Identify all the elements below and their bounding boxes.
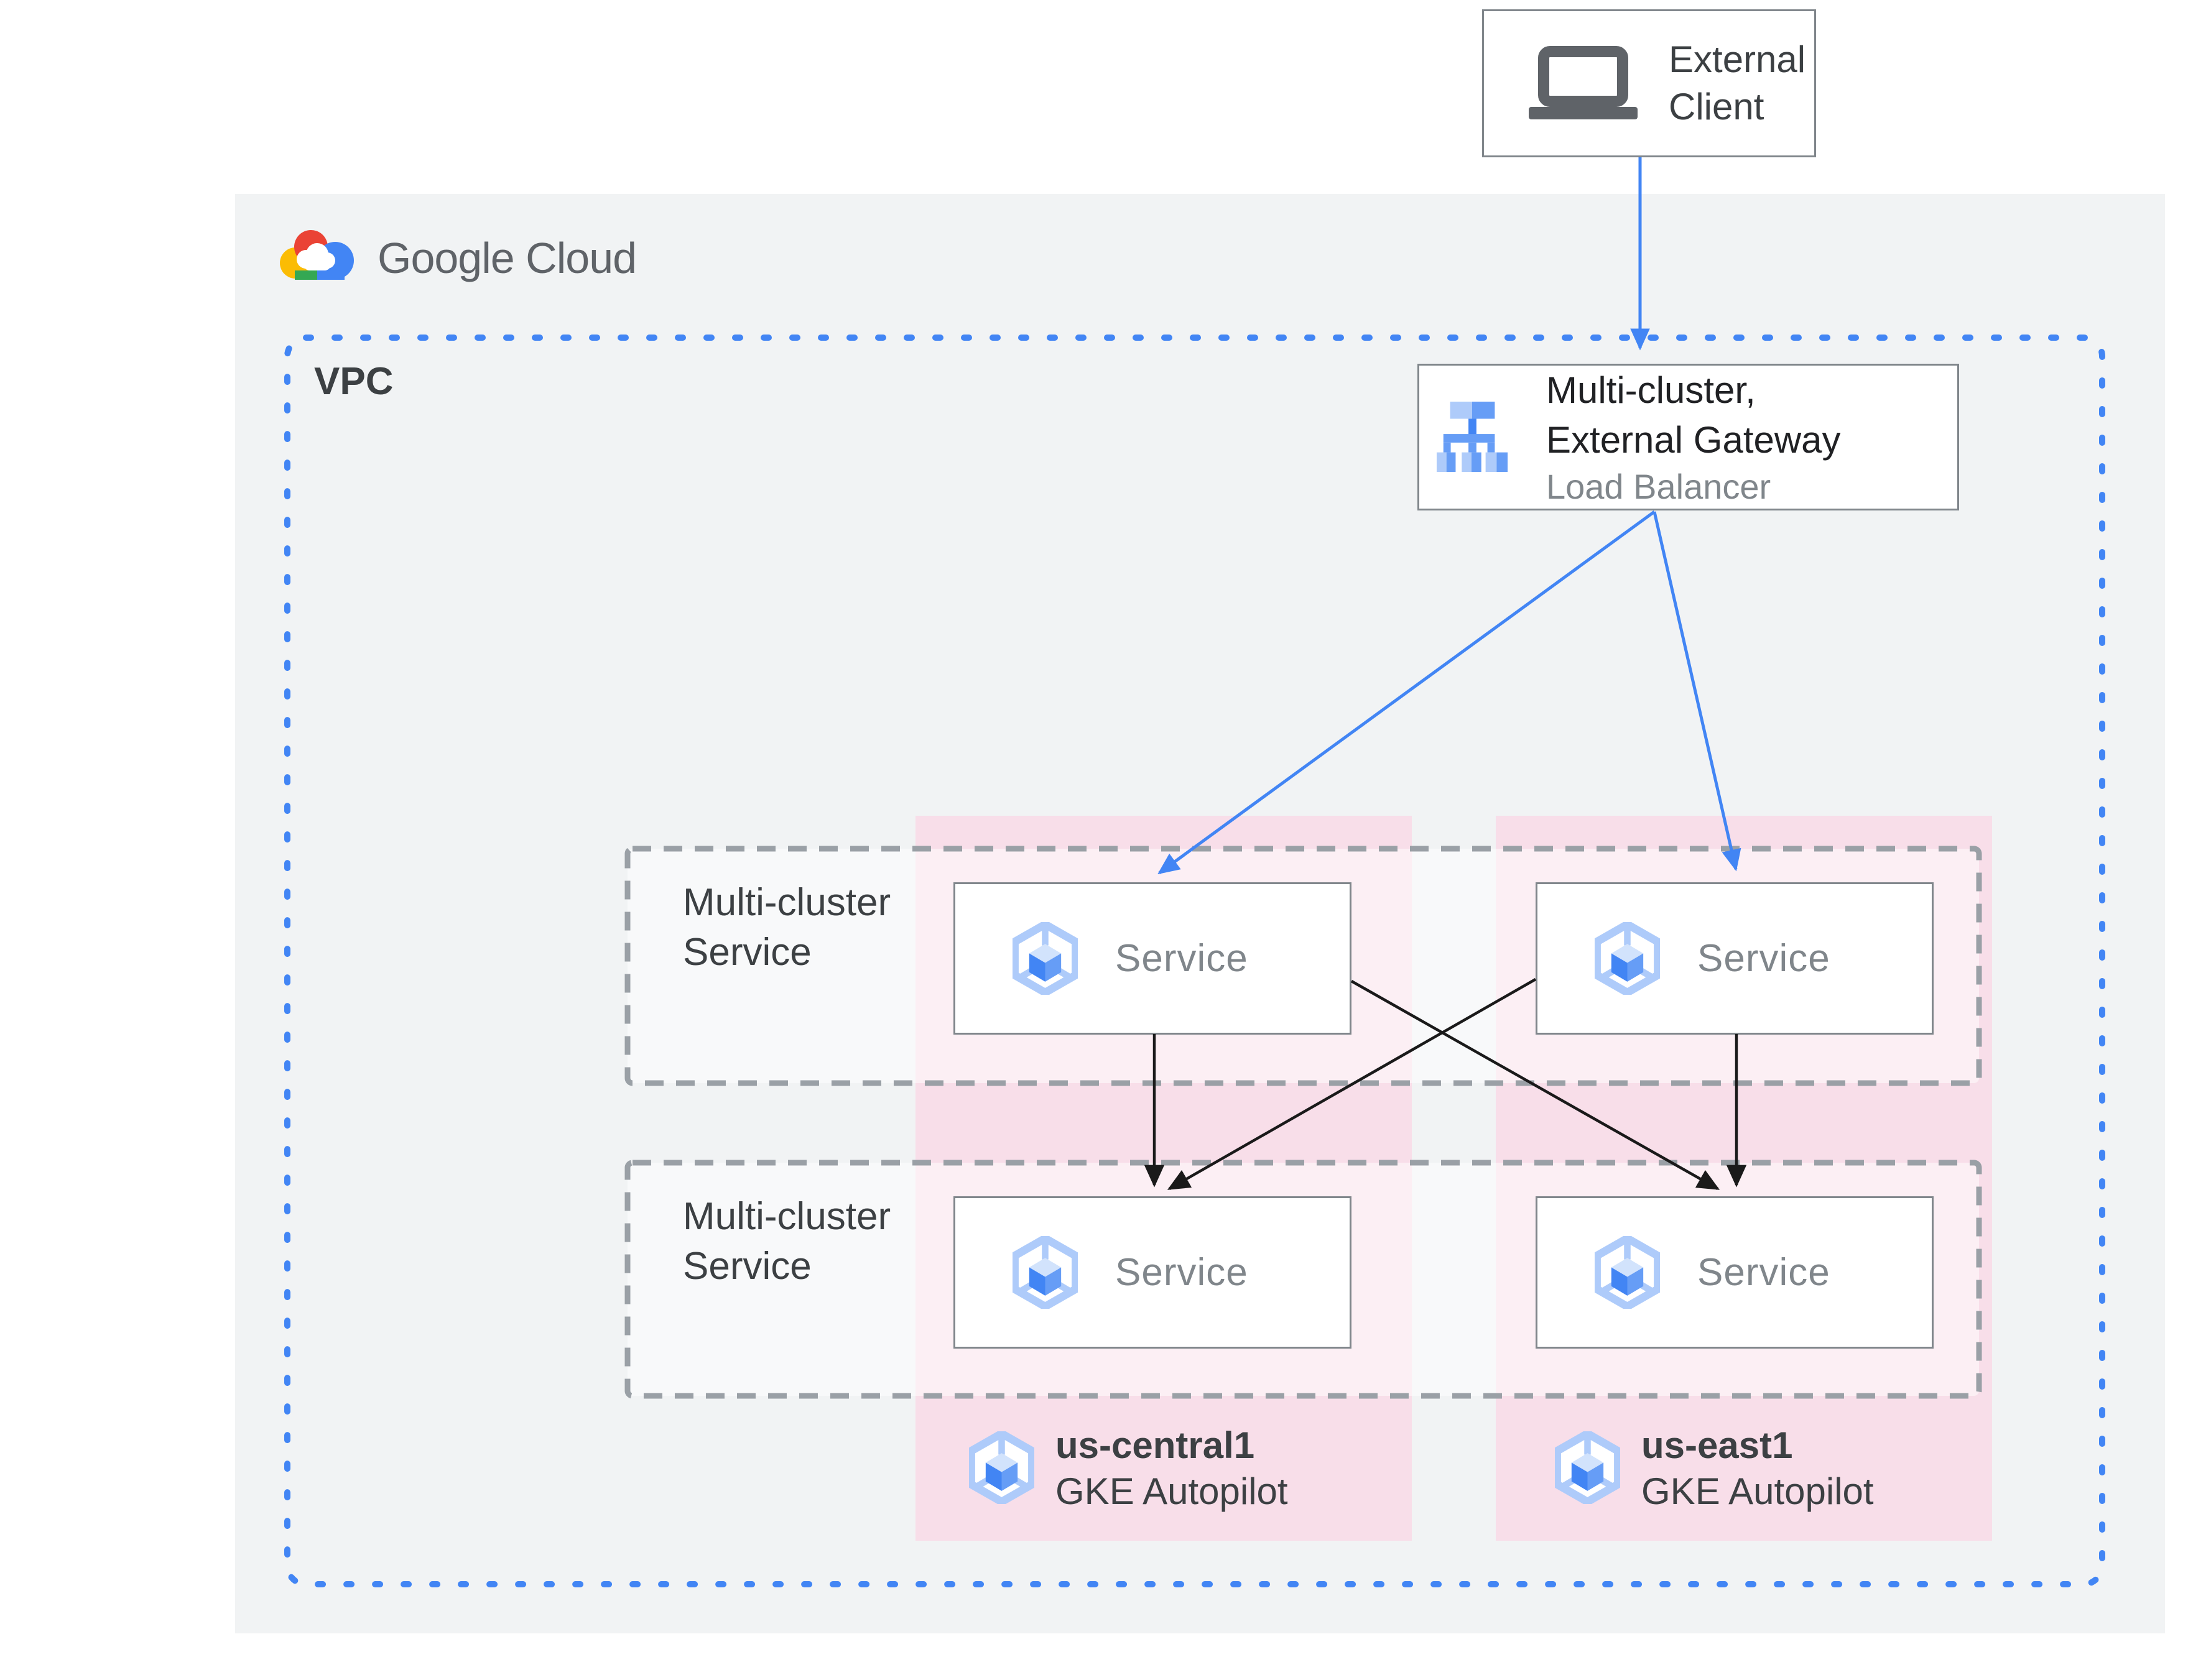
load-balancer-title-line2: External Gateway bbox=[1546, 419, 1841, 461]
tier-label-2-line1: Multi-cluster bbox=[683, 1195, 891, 1238]
gke-cluster-icon-us-central1 bbox=[969, 1431, 1034, 1504]
gke-hexagon-icon bbox=[1595, 1236, 1660, 1309]
external-client-line1: External bbox=[1669, 39, 1806, 80]
load-balancer-title-line1: Multi-cluster, bbox=[1546, 369, 1756, 411]
external-client-text: External Client bbox=[1669, 36, 1805, 131]
gke-hexagon-icon bbox=[969, 1431, 1034, 1504]
service-label: Service bbox=[1115, 1251, 1248, 1294]
load-balancer-subtitle: Load Balancer bbox=[1546, 467, 1771, 506]
cluster-label-us-east1: us-east1 GKE Autopilot bbox=[1641, 1423, 1874, 1515]
service-label: Service bbox=[1115, 937, 1248, 980]
vpc-label: VPC bbox=[314, 360, 394, 403]
service-box-bottom-right: Service bbox=[1536, 1196, 1934, 1349]
gke-hexagon-icon bbox=[1013, 1236, 1078, 1309]
google-cloud-wordmark: Google Cloud bbox=[378, 234, 637, 282]
service-label: Service bbox=[1697, 937, 1830, 980]
load-balancer-text: Multi-cluster, External Gateway Load Bal… bbox=[1546, 366, 1841, 509]
tier-label-1: Multi-cluster Service bbox=[683, 878, 891, 977]
cluster-label-us-central1: us-central1 GKE Autopilot bbox=[1055, 1423, 1288, 1515]
gke-hexagon-icon bbox=[1555, 1431, 1620, 1504]
load-balancer-box: Multi-cluster, External Gateway Load Bal… bbox=[1417, 364, 1959, 510]
tier-label-1-line1: Multi-cluster bbox=[683, 881, 891, 924]
gke-hexagon-icon bbox=[1595, 922, 1660, 995]
tier-label-1-line2: Service bbox=[683, 931, 812, 974]
tier-label-2: Multi-cluster Service bbox=[683, 1192, 891, 1291]
laptop-icon bbox=[1529, 46, 1638, 121]
cluster-platform-name: GKE Autopilot bbox=[1641, 1470, 1874, 1512]
service-label: Service bbox=[1697, 1251, 1830, 1294]
vpc-region-border bbox=[284, 335, 2105, 1587]
gke-hexagon-icon bbox=[1013, 922, 1078, 995]
google-cloud-logo: Google Cloud bbox=[279, 224, 637, 292]
cluster-platform-name: GKE Autopilot bbox=[1055, 1470, 1288, 1512]
external-client-box: External Client bbox=[1482, 9, 1816, 157]
service-box-top-right: Service bbox=[1536, 882, 1934, 1035]
gke-cluster-icon-us-east1 bbox=[1555, 1431, 1620, 1504]
service-box-top-left: Service bbox=[953, 882, 1351, 1035]
service-box-bottom-left: Service bbox=[953, 1196, 1351, 1349]
cluster-region-name: us-central1 bbox=[1055, 1424, 1255, 1466]
load-balancer-icon bbox=[1435, 400, 1509, 474]
external-client-line2: Client bbox=[1669, 86, 1764, 127]
cluster-region-name: us-east1 bbox=[1641, 1424, 1793, 1466]
tier-label-2-line2: Service bbox=[683, 1245, 812, 1288]
